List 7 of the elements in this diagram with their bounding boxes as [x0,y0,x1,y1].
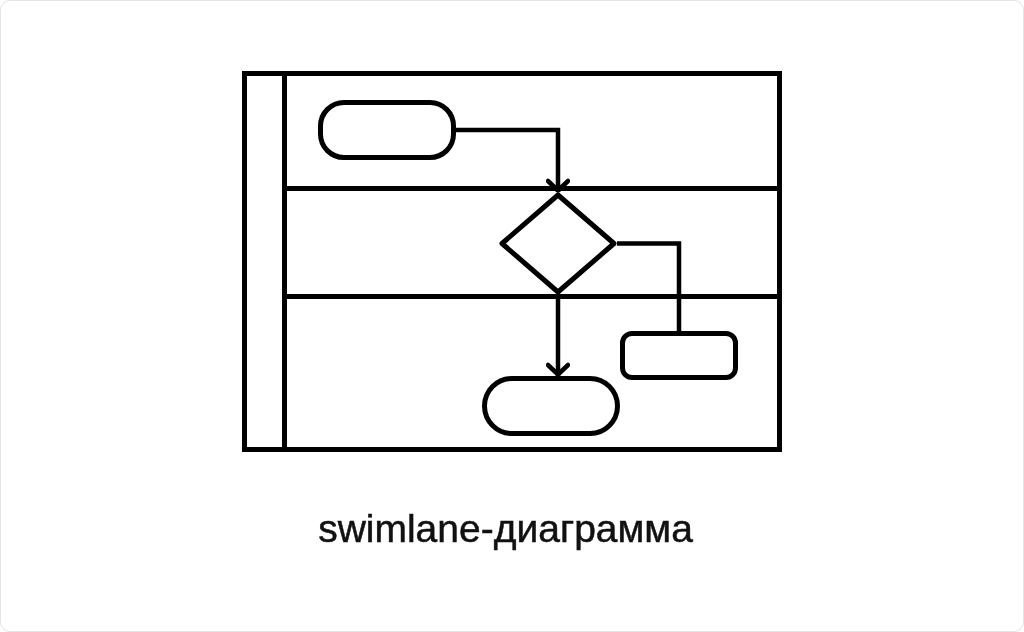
process-box [620,331,738,380]
arrow [456,127,571,193]
terminal-box [318,100,456,160]
connector-line [617,241,682,331]
caption: swimlane-диаграмма [318,507,693,551]
terminal-box [482,376,620,436]
decision-diamond [499,192,617,295]
